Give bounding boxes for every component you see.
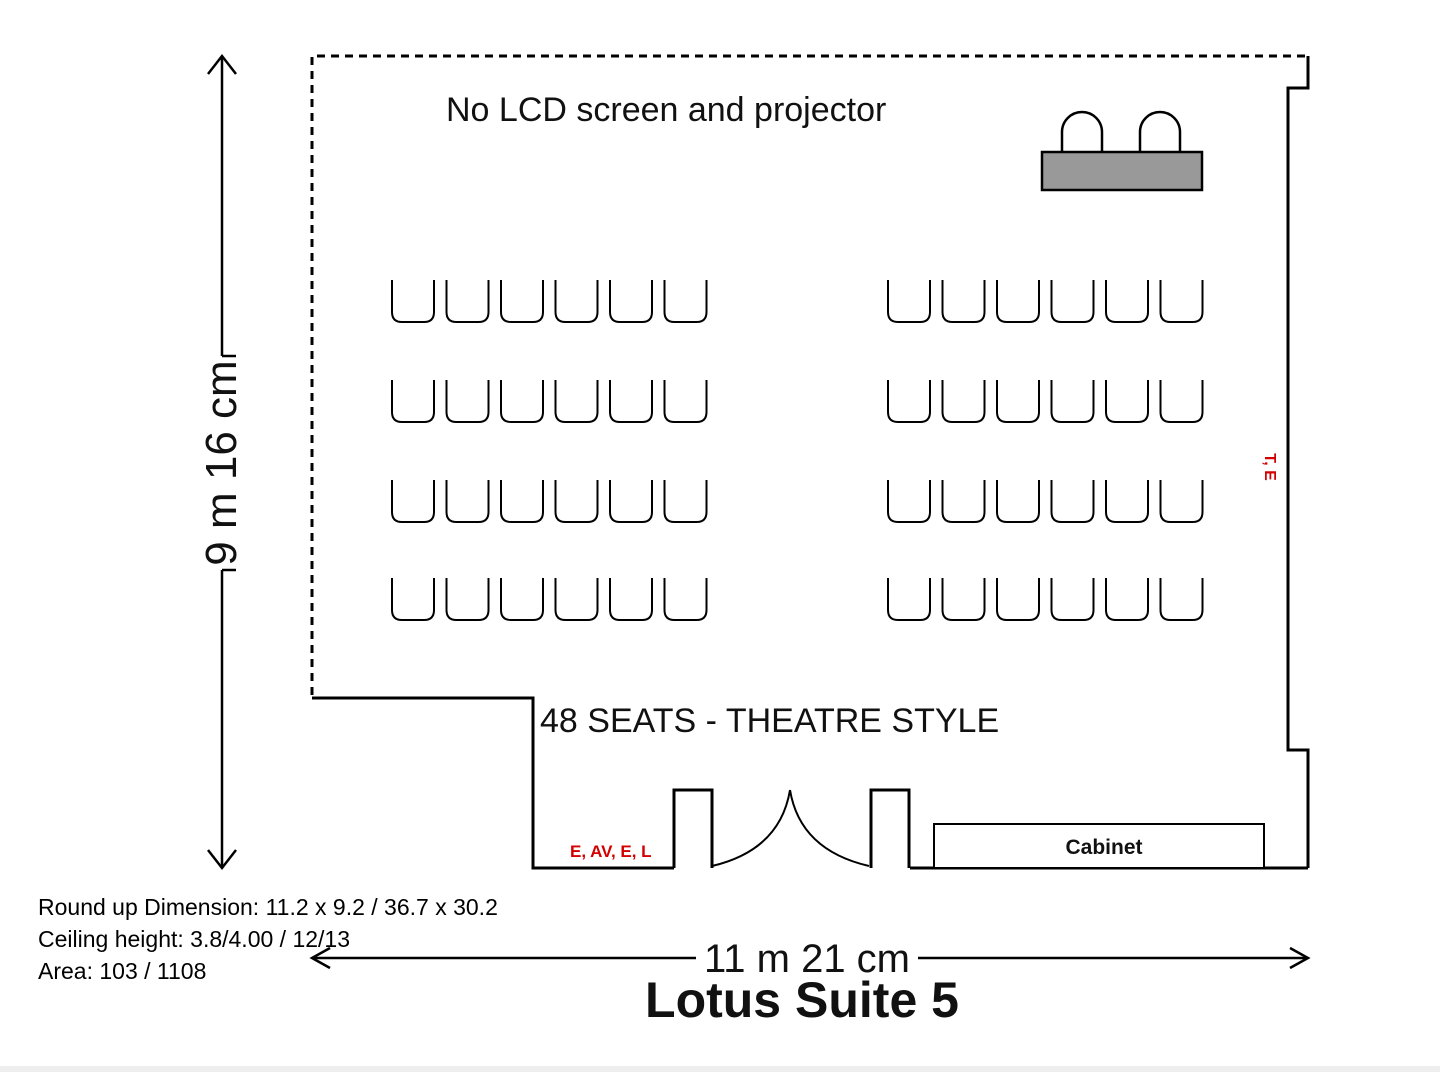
room-title: Lotus Suite 5	[645, 972, 959, 1028]
seat	[554, 380, 599, 423]
seat	[500, 578, 544, 621]
width-dimension-label: 11 m 21 cm	[704, 937, 910, 981]
head-table	[1040, 110, 1204, 192]
seat	[500, 280, 544, 323]
seat	[391, 480, 435, 523]
seat	[391, 280, 435, 323]
seat	[663, 280, 708, 323]
seat	[609, 380, 653, 423]
seat	[391, 578, 435, 621]
seat	[941, 380, 986, 423]
height-dimension	[207, 53, 237, 871]
seat	[887, 380, 931, 423]
seat	[609, 280, 653, 323]
room-info: Round up Dimension: 11.2 x 9.2 / 36.7 x …	[38, 891, 498, 987]
seat	[500, 380, 544, 423]
seat	[1050, 480, 1095, 523]
seat	[1050, 578, 1095, 621]
seat	[996, 380, 1040, 423]
seat	[1050, 280, 1095, 323]
head-table-surface	[1040, 150, 1204, 192]
seat	[1159, 380, 1204, 423]
door-post-right	[869, 788, 911, 868]
seat	[887, 280, 931, 323]
seat	[941, 280, 986, 323]
ceiling-height: Ceiling height: 3.8/4.00 / 12/13	[38, 926, 351, 952]
seat	[996, 480, 1040, 523]
seat	[445, 578, 490, 621]
seat	[554, 480, 599, 523]
seat	[887, 578, 931, 621]
theatre-seating	[391, 280, 1204, 621]
right-wall	[1286, 56, 1310, 868]
seat	[1105, 480, 1149, 523]
seat	[445, 380, 490, 423]
seat	[663, 578, 708, 621]
seat	[445, 480, 490, 523]
cabinet: Cabinet	[933, 823, 1265, 869]
seat	[1105, 380, 1149, 423]
seat	[1050, 380, 1095, 423]
seat	[554, 578, 599, 621]
seat	[1159, 280, 1204, 323]
seat	[609, 578, 653, 621]
seat	[500, 480, 544, 523]
width-dimension	[309, 946, 1311, 970]
seat	[663, 380, 708, 423]
bottom-bar	[0, 1066, 1440, 1072]
area: Area: 103 / 1108	[38, 958, 207, 984]
seat	[996, 578, 1040, 621]
seat	[609, 480, 653, 523]
seat	[391, 380, 435, 423]
outlet-label-right: T, E	[1261, 453, 1278, 481]
round-up-dimension: Round up Dimension: 11.2 x 9.2 / 36.7 x …	[38, 894, 498, 920]
seat	[1105, 578, 1149, 621]
head-table-chair	[1060, 110, 1104, 152]
seat	[1105, 280, 1149, 323]
door-post-left	[672, 788, 714, 868]
lower-left-wall	[312, 696, 674, 870]
seat	[941, 578, 986, 621]
seat	[1159, 480, 1204, 523]
height-dimension-label: 9 m 16 cm	[197, 360, 246, 565]
partition-wall-dashed	[310, 54, 1308, 695]
seat	[445, 280, 490, 323]
double-door	[711, 789, 870, 867]
seat	[941, 480, 986, 523]
cabinet-label: Cabinet	[1065, 836, 1142, 859]
seat	[996, 280, 1040, 323]
head-table-chair	[1138, 110, 1182, 152]
note-label: No LCD screen and projector	[446, 91, 886, 129]
seating-label: 48 SEATS - THEATRE STYLE	[540, 702, 999, 740]
seat	[1159, 578, 1204, 621]
seat	[554, 280, 599, 323]
seat	[887, 480, 931, 523]
outlet-label-bottom: E, AV, E, L	[570, 842, 652, 861]
seat	[663, 480, 708, 523]
